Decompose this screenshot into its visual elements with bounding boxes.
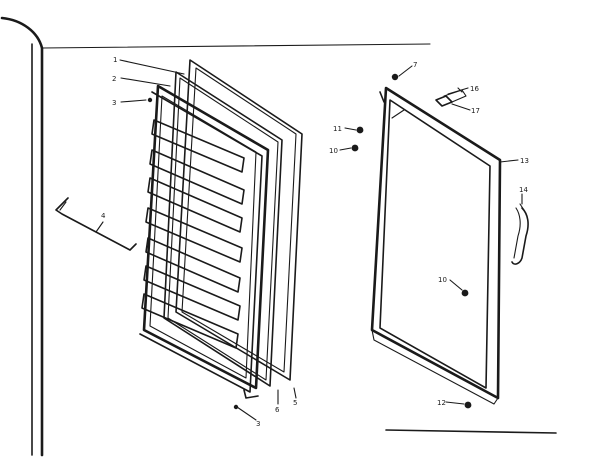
callout-10-upper: 10 [329,147,338,155]
callout-6: 6 [275,406,280,414]
callout-10-lower: 10 [438,276,447,284]
callout-labels: 1 2 3 4 3 6 5 7 16 17 11 10 13 14 10 12 [101,56,529,428]
callout-1: 1 [113,56,117,64]
cabinet-side-wall [0,16,431,457]
callout-4: 4 [101,212,106,220]
outer-door-gasket [175,59,303,381]
callout-17: 17 [471,107,480,115]
screw-7 [391,73,399,81]
outer-door-panel [370,86,502,405]
leader-lines [95,59,523,421]
callout-14: 14 [519,186,528,194]
washer-11 [356,126,364,134]
washer-10-upper [351,144,359,152]
screw-12 [464,401,472,409]
callout-2: 2 [112,75,116,83]
callout-3-upper: 3 [112,99,116,107]
callout-12: 12 [437,399,446,407]
breaker-strip-frame [163,71,283,387]
callout-16: 16 [470,85,479,93]
screw-3-lower [233,404,239,410]
callout-13: 13 [520,157,529,165]
callout-5: 5 [293,399,297,407]
callout-11: 11 [333,125,342,133]
door-handle [511,203,529,265]
baseline-rule [385,429,557,434]
shelf-bracket [55,197,137,251]
screw-3-upper [147,97,153,103]
liner-shelves [141,119,245,349]
washer-10-lower [461,289,469,297]
door-liner [139,84,270,399]
callout-3-lower: 3 [256,420,260,428]
callout-7: 7 [413,61,417,69]
